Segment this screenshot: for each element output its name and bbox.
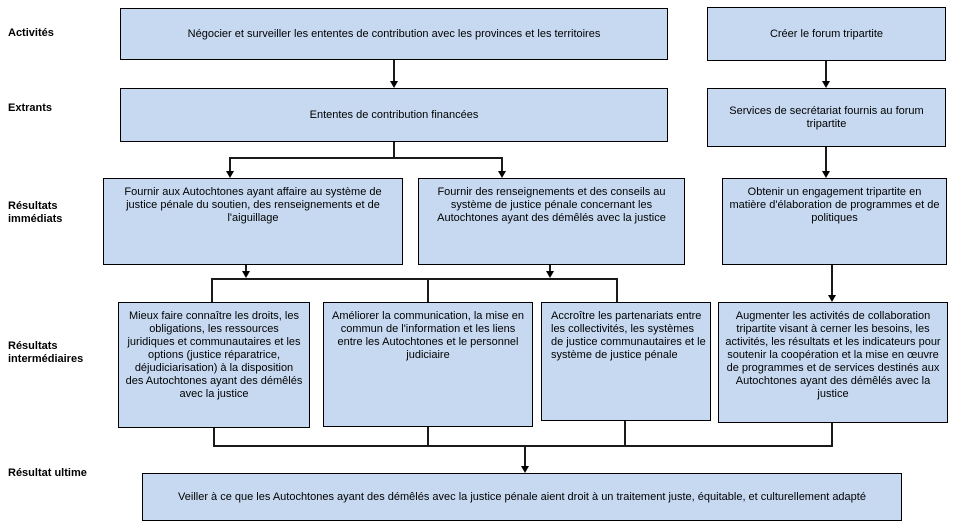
connector-funded-down-stem <box>393 142 395 158</box>
connector-funded-split-rail <box>229 157 503 159</box>
connector-rail-to-partnerships-drop <box>616 278 618 302</box>
connector-immediate-rail <box>211 278 618 280</box>
box-create-tripartite-forum: Créer le forum tripartite <box>707 7 946 61</box>
arrow-support-to-rail-stem <box>245 265 247 272</box>
box-advice-to-justice-system: Fournir des renseignements et des consei… <box>418 178 685 265</box>
row-label-immediate-results: Résultats immédiats <box>8 200 63 225</box>
box-support-referrals: Fournir aux Autochtones ayant affaire au… <box>103 178 403 265</box>
box-negotiate-agreements: Négocier et surveiller les ententes de c… <box>120 8 668 60</box>
connector-rail-to-communication-drop <box>427 278 429 302</box>
connector-funded-right-drop <box>501 157 503 172</box>
arrow-advice-to-rail-stem <box>549 265 551 272</box>
arrow-negotiate-to-funded-stem <box>393 60 395 81</box>
connector-partnerships-to-rail-drop <box>624 421 626 447</box>
connector-awareness-to-rail-drop <box>213 428 215 447</box>
row-label-intermediate-results: Résultats intermédiaires <box>8 340 84 365</box>
box-fair-treatment: Veiller à ce que les Autochtones ayant d… <box>142 473 902 521</box>
arrow-forum-to-secretariat-stem <box>825 61 827 81</box>
arrow-rail-to-ultimate-head <box>521 466 529 473</box>
box-awareness-rights-options: Mieux faire connaître les droits, les ob… <box>118 302 310 428</box>
arrow-engagement-to-collaboration-stem <box>831 265 833 295</box>
row-label-activities: Activités <box>8 27 54 39</box>
arrow-advice-to-rail-head <box>546 271 554 278</box>
connector-funded-left-drop <box>229 157 231 172</box>
box-improved-communication: Améliorer la communication, la mise en c… <box>323 302 533 427</box>
arrow-engagement-to-collaboration-head <box>828 295 836 302</box>
arrow-funded-to-support-head <box>226 171 234 178</box>
row-label-outputs: Extrants <box>8 102 53 114</box>
connector-collaboration-to-rail-drop <box>831 423 833 447</box>
box-secretariat-services: Services de secrétariat fournis au forum… <box>707 88 946 147</box>
arrow-funded-to-advice-head <box>498 171 506 178</box>
arrow-forum-to-secretariat-head <box>822 81 830 88</box>
box-collaboration-activities: Augmenter les activités de collaboration… <box>718 302 948 423</box>
box-increased-partnerships: Accroître les partenariats entre les col… <box>541 302 711 421</box>
arrow-negotiate-to-funded-head <box>390 81 398 88</box>
connector-rail-to-awareness-drop <box>211 278 213 302</box>
connector-intermediate-rail <box>213 445 833 447</box>
connector-communication-to-rail-drop <box>427 427 429 447</box>
arrow-secretariat-to-engagement-stem <box>825 147 827 171</box>
row-label-ultimate-result: Résultat ultime <box>8 467 87 479</box>
arrow-support-to-rail-head <box>242 271 250 278</box>
arrow-secretariat-to-engagement-head <box>822 171 830 178</box>
box-funded-agreements: Ententes de contribution financées <box>120 88 668 142</box>
box-tripartite-engagement: Obtenir un engagement tripartite en mati… <box>722 178 947 265</box>
arrow-rail-to-ultimate-stem <box>524 447 526 466</box>
